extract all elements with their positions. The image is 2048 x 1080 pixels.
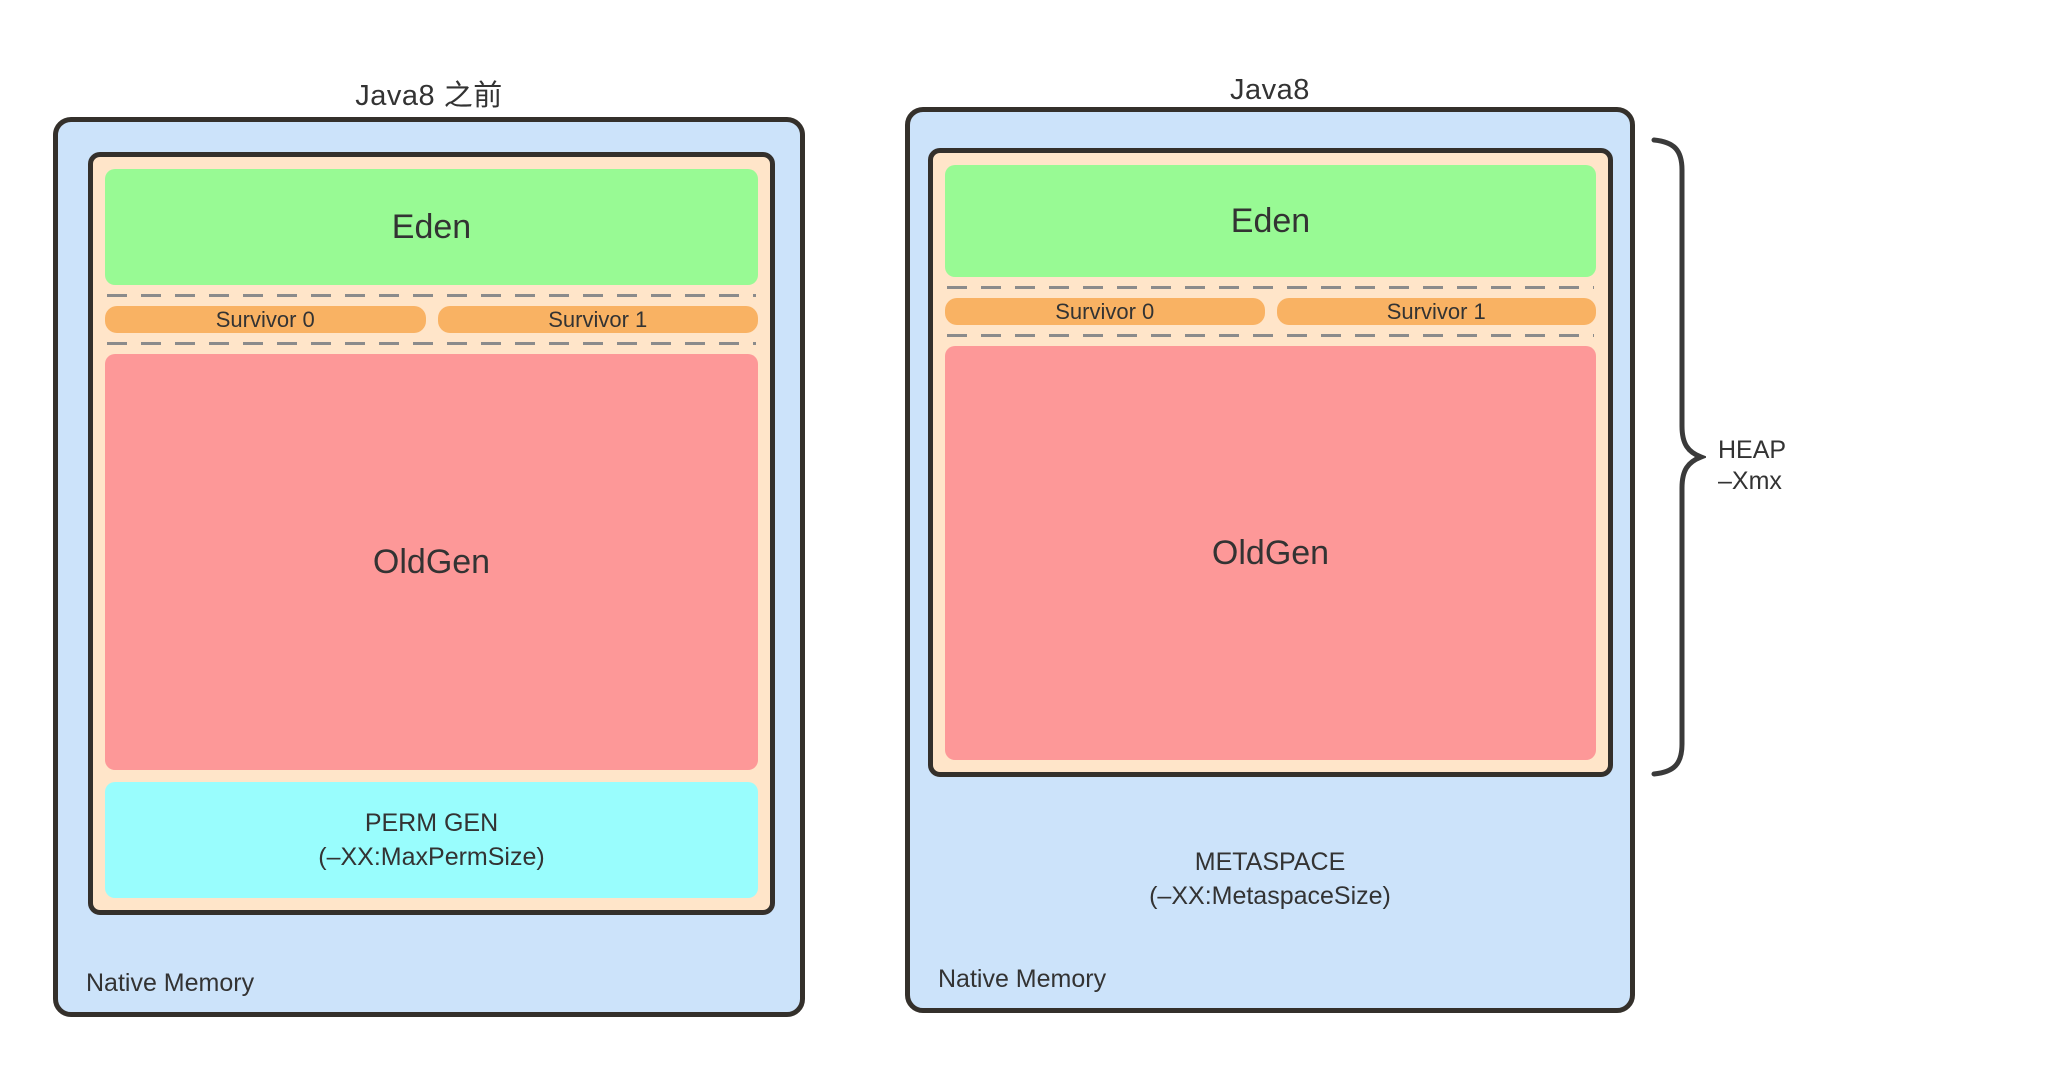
dashed-separator xyxy=(107,294,756,297)
heap-label-line2: –Xmx xyxy=(1718,467,1782,495)
diagram-before-title: Java8 之前 xyxy=(355,80,503,112)
dashed-separator xyxy=(107,342,756,345)
survivor-row-java8: Survivor 0 Survivor 1 xyxy=(945,298,1596,325)
oldgen-region-before: OldGen xyxy=(105,354,758,770)
eden-label: Eden xyxy=(1230,201,1311,240)
dashed-separator xyxy=(947,286,1594,289)
native-memory-label-before: Native Memory xyxy=(86,969,255,997)
survivor-row-before: Survivor 0 Survivor 1 xyxy=(105,306,758,333)
permgen-label-line1: PERM GEN xyxy=(364,809,499,837)
native-memory-label-java8: Native Memory xyxy=(938,965,1107,993)
heap-brace-label: HEAP –Xmx xyxy=(1718,435,1786,497)
survivor1-label: Survivor 1 xyxy=(548,306,648,332)
metaspace-label-line1: METASPACE xyxy=(1194,848,1346,876)
survivor0-label: Survivor 0 xyxy=(1055,298,1155,324)
permgen-label-line2: (–XX:MaxPermSize) xyxy=(318,843,545,871)
survivor0-region-java8: Survivor 0 xyxy=(945,298,1265,325)
oldgen-label: OldGen xyxy=(372,542,491,581)
heap-permgen-box-before: Eden Survivor 0 Survivor 1 OldGen PERM G… xyxy=(88,152,775,915)
eden-region-before: Eden xyxy=(105,169,758,285)
survivor0-region-before: Survivor 0 xyxy=(105,306,426,333)
permgen-region: PERM GEN (–XX:MaxPermSize) xyxy=(105,782,758,898)
dashed-separator xyxy=(947,334,1594,337)
oldgen-region-java8: OldGen xyxy=(945,346,1596,760)
native-memory-box-java8: Eden Survivor 0 Survivor 1 OldGen METASP… xyxy=(905,107,1635,1013)
heap-box-java8: Eden Survivor 0 Survivor 1 OldGen xyxy=(928,148,1613,777)
survivor0-label: Survivor 0 xyxy=(215,306,315,332)
heap-label-line1: HEAP xyxy=(1718,436,1787,464)
native-memory-box-before: Eden Survivor 0 Survivor 1 OldGen PERM G… xyxy=(53,117,805,1017)
eden-label: Eden xyxy=(391,207,472,246)
heap-brace xyxy=(1651,137,1706,777)
survivor1-region-before: Survivor 1 xyxy=(437,306,758,333)
metaspace-label-line2: (–XX:MetaspaceSize) xyxy=(1149,882,1391,910)
oldgen-label: OldGen xyxy=(1211,533,1330,572)
metaspace-label: METASPACE (–XX:MetaspaceSize) xyxy=(910,845,1630,913)
survivor1-region-java8: Survivor 1 xyxy=(1276,298,1596,325)
survivor1-label: Survivor 1 xyxy=(1386,298,1486,324)
eden-region-java8: Eden xyxy=(945,165,1596,277)
diagram-java8-title: Java8 xyxy=(1230,74,1310,106)
